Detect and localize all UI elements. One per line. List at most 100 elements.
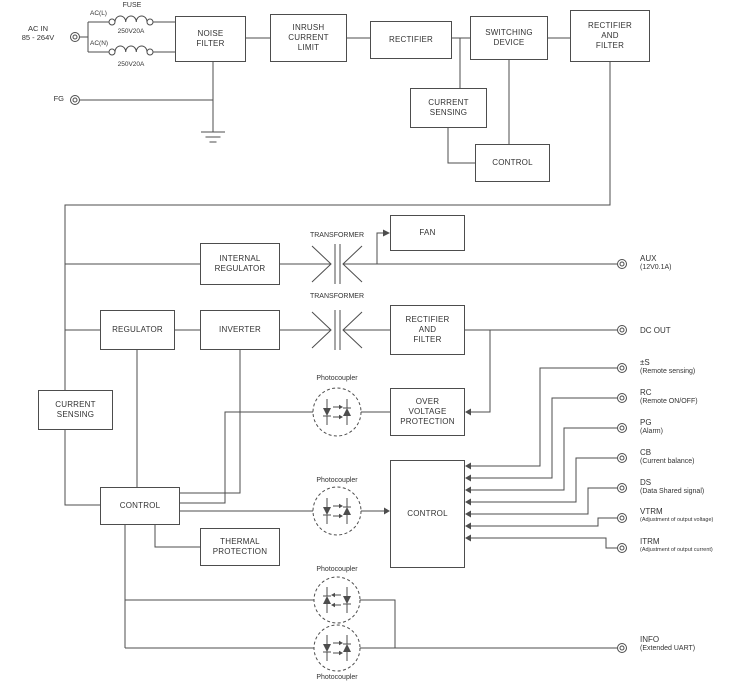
output-wires (175, 329, 617, 413)
block-over-voltage-protection: OVER VOLTAGE PROTECTION (390, 388, 465, 436)
terminal-label-dcout: DC OUT (640, 326, 671, 335)
photocoupler-4-label: Photocoupler (316, 674, 358, 681)
photocoupler-2-label: Photocoupler (316, 477, 358, 484)
block-current-sensing-2-label: CURRENT SENSING (55, 400, 96, 419)
terminal-itrm-name: ITRM (640, 537, 660, 546)
block-internal-regulator-label: INTERNAL REGULATOR (214, 254, 266, 273)
photocoupler-icon-1 (312, 387, 362, 437)
fuse-rating-2: 250V20A (117, 61, 145, 68)
terminal-itrm-desc: (Adjustment of output current) (640, 547, 713, 553)
terminal-rc-name: RC (640, 388, 652, 397)
primary-wires (246, 37, 570, 164)
output-terminal-icons (617, 259, 627, 653)
block-rectifier-filter-2-label: RECTIFIER AND FILTER (405, 315, 450, 344)
block-fan-label: FAN (419, 228, 436, 237)
ac-in-line2: 85 - 264V (21, 33, 55, 42)
terminal-cb-name: CB (640, 448, 652, 457)
terminal-label-aux: AUX (12V0.1A) (640, 254, 672, 272)
photocoupler-3-label: Photocoupler (316, 566, 358, 573)
signal-wires (471, 367, 617, 549)
photocoupler-icon-2 (312, 486, 362, 536)
ac-l-label: AC(L) (90, 10, 107, 17)
transformer-icon-2 (311, 310, 363, 350)
block-inverter-label: INVERTER (219, 325, 261, 334)
photocoupler-1-label: Photocoupler (316, 375, 358, 382)
block-switching-device: SWITCHING DEVICE (470, 16, 548, 60)
transformer-2-label: TRANSFORMER (309, 293, 365, 300)
terminal-ds-desc: (Data Shared signal) (640, 488, 705, 495)
block-current-sensing-2: CURRENT SENSING (38, 390, 113, 430)
terminal-label-cb: CB (Current balance) (640, 448, 694, 466)
block-current-sensing-1-label: CURRENT SENSING (428, 98, 469, 117)
fuse-icon-2 (108, 45, 154, 56)
info-wires (124, 525, 617, 649)
block-thermal-label: THERMAL PROTECTION (212, 537, 268, 556)
terminal-rc-desc: (Remote ON/OFF) (640, 398, 698, 405)
block-fan: FAN (390, 215, 465, 251)
block-switching-label: SWITCHING DEVICE (485, 28, 533, 47)
ac-in-label: AC IN 85 - 264V (14, 24, 62, 42)
block-inrush-label: INRUSH CURRENT LIMIT (288, 23, 329, 52)
terminal-dcout-name: DC OUT (640, 326, 671, 335)
block-thermal-protection: THERMAL PROTECTION (200, 528, 280, 566)
terminal-label-ds: DS (Data Shared signal) (640, 478, 704, 496)
block-control-3: CONTROL (390, 460, 465, 568)
fuse-icon (108, 15, 154, 26)
block-inrush-current-limit: INRUSH CURRENT LIMIT (270, 14, 347, 62)
block-regulator: REGULATOR (100, 310, 175, 350)
terminal-label-s: ±S (Remote sensing) (640, 358, 695, 376)
ac-in-line1: AC IN (27, 24, 48, 33)
fg-wire (80, 62, 214, 132)
fan-arrowhead (383, 229, 390, 237)
block-control-1: CONTROL (475, 144, 550, 182)
ovp-arrowhead (465, 408, 471, 416)
transformer-1-label: TRANSFORMER (309, 232, 365, 239)
signal-arrowheads (465, 462, 471, 542)
block-control-2-label: CONTROL (119, 501, 161, 510)
aux-wires (280, 232, 617, 265)
dc-bus-wires (64, 62, 611, 506)
terminal-pg-name: PG (640, 418, 652, 427)
terminal-pg-desc: (Alarm) (640, 428, 663, 435)
terminal-vtrm-desc: (Adjustment of output voltage) (640, 517, 714, 523)
block-current-sensing-1: CURRENT SENSING (410, 88, 487, 128)
block-rectifier-filter-1: RECTIFIER AND FILTER (570, 10, 650, 62)
block-control-3-label: CONTROL (407, 509, 448, 518)
terminal-info-desc: (Extended UART) (640, 645, 696, 652)
block-rectifier-filter-2: RECTIFIER AND FILTER (390, 305, 465, 355)
ac-in-terminal-icon (70, 32, 80, 42)
terminal-ds-name: DS (640, 478, 652, 487)
ground-icon (201, 131, 225, 143)
block-noise-filter-label: NOISE FILTER (196, 29, 225, 48)
terminal-s-name: ±S (640, 358, 650, 367)
ac-n-label: AC(N) (90, 40, 109, 47)
control-in-arrowhead (384, 507, 390, 515)
block-rectifier-filter-1-label: RECTIFIER AND FILTER (587, 21, 633, 50)
block-control-2: CONTROL (100, 487, 180, 525)
block-control-1-label: CONTROL (492, 158, 533, 167)
terminal-label-info: INFO (Extended UART) (640, 635, 695, 653)
terminal-cb-desc: (Current balance) (640, 458, 695, 465)
block-internal-regulator: INTERNAL REGULATOR (200, 243, 280, 285)
terminal-label-pg: PG (Alarm) (640, 418, 663, 436)
block-noise-filter: NOISE FILTER (175, 16, 246, 62)
photocoupler-icon-3 (313, 576, 361, 624)
fg-label: FG (53, 94, 64, 103)
terminal-aux-desc: (12V0.1A) (640, 264, 672, 271)
terminal-label-itrm: ITRM (Adjustment of output current) (640, 537, 713, 555)
terminal-s-desc: (Remote sensing) (640, 368, 696, 375)
ac-input-wires (80, 21, 175, 53)
block-inverter: INVERTER (200, 310, 280, 350)
block-ovp-label: OVER VOLTAGE PROTECTION (400, 397, 455, 426)
block-rectifier: RECTIFIER (370, 21, 452, 59)
terminal-aux-name: AUX (640, 254, 657, 263)
terminal-label-vtrm: VTRM (Adjustment of output voltage) (640, 507, 713, 525)
block-rectifier-label: RECTIFIER (388, 35, 434, 44)
feedback-wires (136, 350, 390, 548)
terminal-label-rc: RC (Remote ON/OFF) (640, 388, 698, 406)
terminal-info-name: INFO (640, 635, 660, 644)
fuse-rating-1: 250V20A (117, 28, 145, 35)
fg-terminal-icon (70, 95, 80, 105)
